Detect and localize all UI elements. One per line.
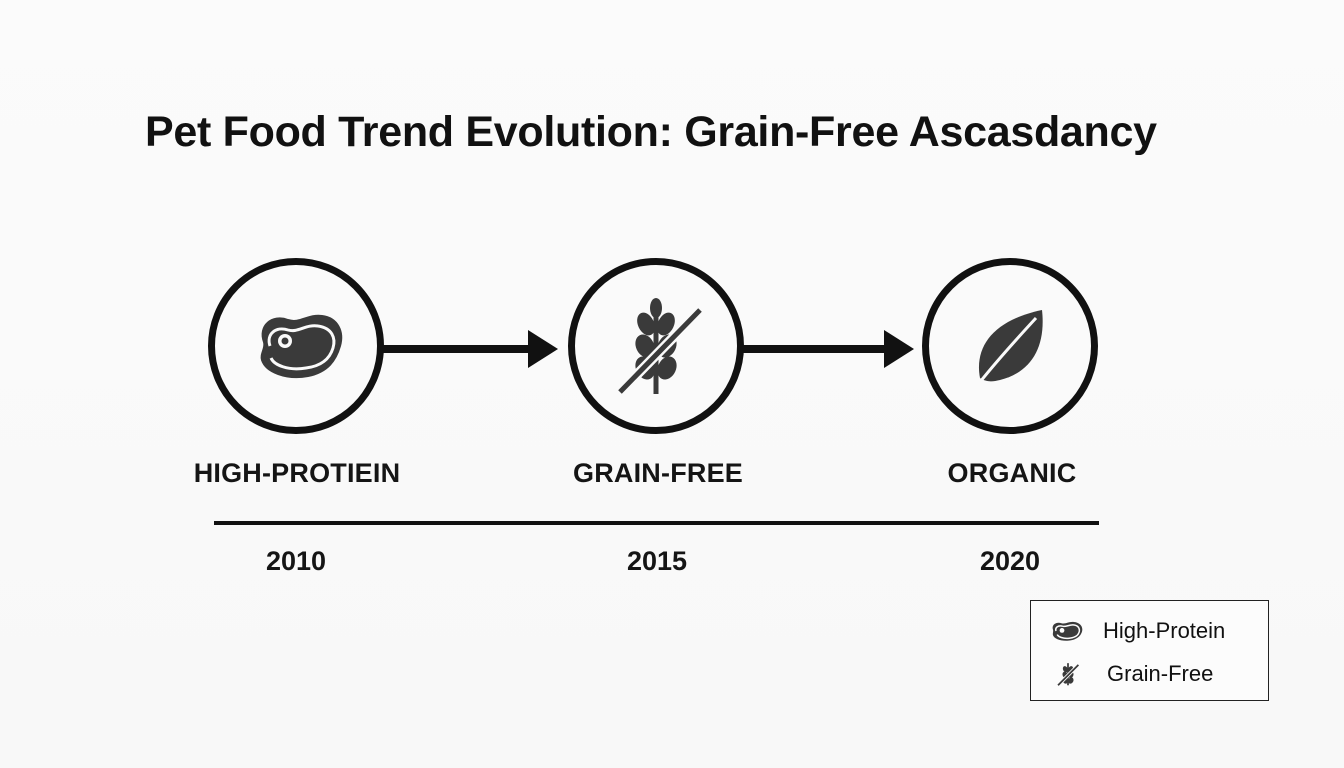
stage-label: ORGANIC [947,458,1077,488]
year-label: 2020 [979,546,1041,576]
meat-steak-icon [1049,616,1087,646]
year-label: 2015 [626,546,688,576]
arrow-connector [383,345,529,353]
legend-label: Grain-Free [1107,661,1214,686]
stage-ring [568,258,744,434]
stage-ring [208,258,384,434]
stage-grain-free [568,258,744,434]
diagram-title: Pet Food Trend Evolution: Grain-Free Asc… [145,108,1157,156]
stage-organic [922,258,1098,434]
legend-item: Grain-Free [1049,658,1213,690]
arrowhead [884,330,914,368]
legend-item: High-Protein [1049,615,1225,647]
stage-label: GRAIN-FREE [573,458,743,488]
legend-label: High-Protein [1103,618,1226,643]
stage-label: HIGH-PROTIEIN [193,458,401,488]
arrow-connector [743,345,885,353]
year-label: 2010 [265,546,327,576]
timeline-axis [214,521,1099,525]
arrowhead [528,330,558,368]
stage-high-protein [208,258,384,434]
grain-free-wheat-icon [616,298,704,396]
stage-ring [922,258,1098,434]
meat-steak-icon [260,314,343,378]
legend: High-Protein Grain- [1030,600,1269,701]
leaf-icon [978,310,1043,383]
grain-free-wheat-icon [1049,659,1087,689]
